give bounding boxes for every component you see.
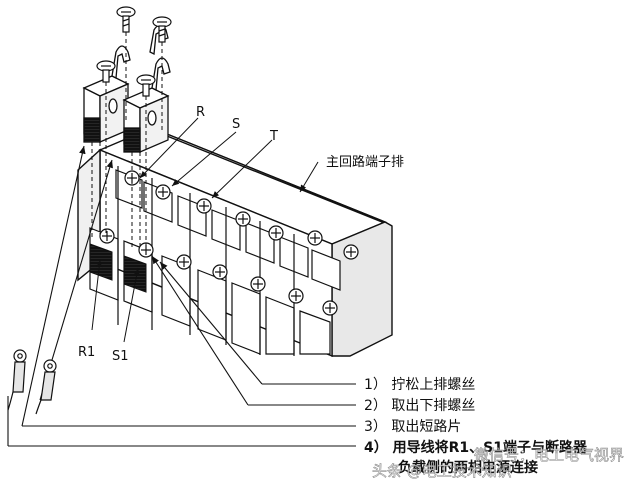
screw-icon [99, 228, 115, 244]
screw-icon [307, 230, 323, 246]
screw-icon [322, 300, 338, 316]
screw-icon [176, 254, 192, 270]
ring-terminal-icon [35, 359, 57, 415]
screw-icon [138, 242, 154, 258]
label-phase-r: R [196, 105, 205, 120]
step-1-text: 1） 拧松上排螺丝 [364, 377, 475, 393]
step-4-text-line2: 负载侧的两相电源连接 [398, 459, 538, 476]
label-s1: S1 [112, 349, 129, 364]
step-3-text: 3） 取出短路片 [364, 419, 461, 435]
wire-lugs [7, 349, 57, 415]
shorting-bars [82, 24, 171, 154]
loose-screws [96, 6, 172, 97]
screw-icon [235, 211, 251, 227]
watermark-source: 头条 @电工技术知识 [372, 462, 512, 480]
screw-icon [288, 288, 304, 304]
screw-icon [136, 74, 156, 97]
step-4-text: 4） 用导线将R1、S1端子与断路器 [364, 439, 588, 456]
screw-icon [155, 184, 171, 200]
screw-icon [343, 244, 359, 260]
ring-terminal-icon [7, 349, 27, 411]
watermark-wechat: 微信号：电工电气视界 [474, 446, 624, 464]
screw-icon [196, 198, 212, 214]
label-r1: R1 [78, 345, 95, 360]
screw-icon [96, 60, 116, 83]
screw-icon [268, 225, 284, 241]
screw-icon [212, 264, 228, 280]
screw-icon [250, 276, 266, 292]
screw-icon [116, 6, 136, 33]
step-2-text: 2） 取出下排螺丝 [364, 398, 475, 414]
label-phase-s: S [232, 117, 240, 132]
dashed-guides [91, 32, 163, 250]
phase-pointers [139, 117, 319, 199]
terminal-screws [99, 170, 359, 316]
label-phase-t: T [269, 129, 278, 144]
label-terminal-block: 主回路端子排 [326, 154, 404, 170]
r1-s1-leaders [91, 259, 140, 343]
screw-icon [152, 16, 172, 43]
